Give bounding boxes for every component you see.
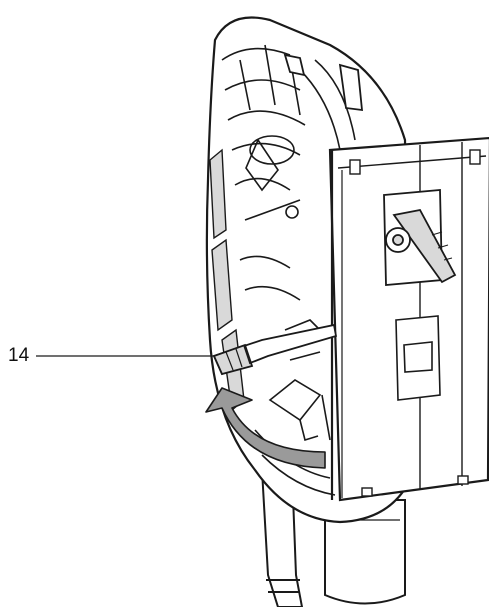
housing-ribs (221, 44, 356, 221)
base-slot (395, 315, 441, 401)
callout-label-14: 14 (8, 345, 30, 366)
top-switch (283, 53, 364, 112)
lever (212, 323, 338, 376)
blade-window (383, 189, 457, 286)
rotation-arrow-icon (205, 387, 326, 469)
